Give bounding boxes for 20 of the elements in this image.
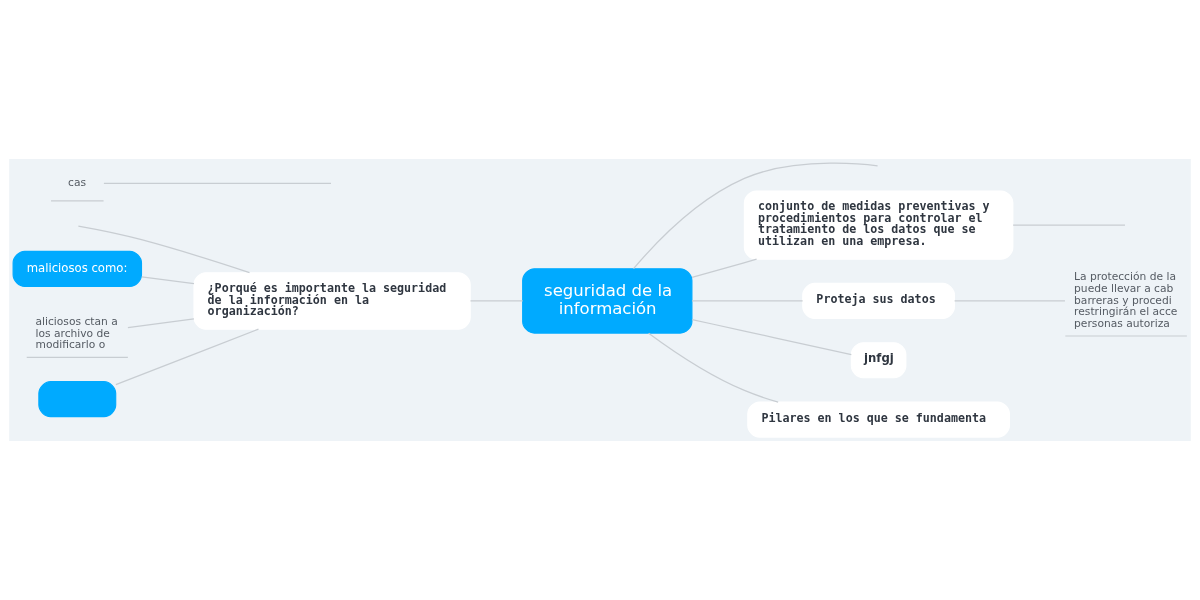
connector <box>632 162 879 270</box>
connector <box>115 328 260 386</box>
connector <box>77 225 251 274</box>
connector <box>103 182 332 184</box>
node-text: cas <box>68 176 87 190</box>
node-box: Proteja sus datos <box>802 282 956 320</box>
connector <box>691 318 852 356</box>
connector <box>691 258 758 278</box>
node-box: maliciosos como: <box>12 250 143 287</box>
node-box: conjunto de medidas preventivas y procedimientos para controlar el tratamiento de los datos que se utilizan en una empresa. <box>743 190 1014 260</box>
connector <box>648 332 779 403</box>
node-text: aliciosos ctan a los archivo de modificarlo o <box>35 315 118 352</box>
node-box: Pilares en los que se fundamenta <box>747 401 1010 438</box>
node-box: jnfgj <box>850 342 907 379</box>
node-text: La protección de la puede llevar a cab barreras y procedi restringirán el acce personas autoriza <box>1074 270 1178 331</box>
node-box: ¿Porqué es importante la seguridad de la información en la organización? <box>193 272 471 330</box>
node-box <box>38 381 117 418</box>
node-box: seguridad de la información <box>522 268 693 334</box>
connector <box>127 318 195 329</box>
connector <box>141 276 195 285</box>
